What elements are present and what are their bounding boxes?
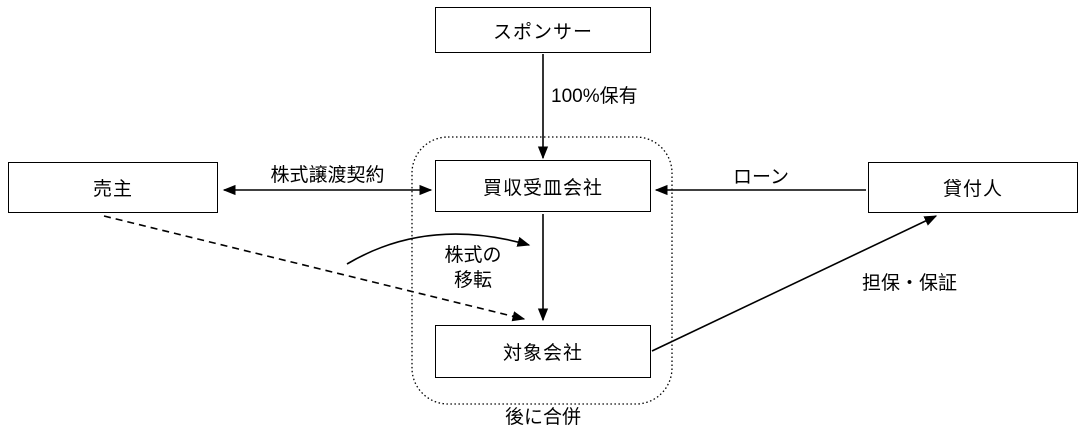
target-box: 対象会社 — [435, 325, 651, 378]
share-transfer-curved-arrow — [346, 233, 531, 265]
share-transfer-label: 株式の 移転 — [444, 245, 502, 292]
seller-to-target-dashed-arrow — [103, 215, 526, 322]
target-to-lender-arrow — [651, 215, 938, 352]
loan-label: ローン — [732, 167, 790, 188]
spc-box: 買収受皿会社 — [435, 160, 651, 212]
ownership-label: 100%保有 — [551, 86, 638, 107]
share-transfer-agreement-label: 株式譲渡契約 — [270, 165, 385, 186]
merger-note-label: 後に合併 — [504, 407, 581, 428]
seller-box: 売主 — [8, 162, 218, 213]
collateral-guarantee-label: 担保・保証 — [862, 273, 958, 294]
lender-box: 貸付人 — [868, 162, 1078, 213]
sponsor-box: スポンサー — [435, 7, 651, 53]
